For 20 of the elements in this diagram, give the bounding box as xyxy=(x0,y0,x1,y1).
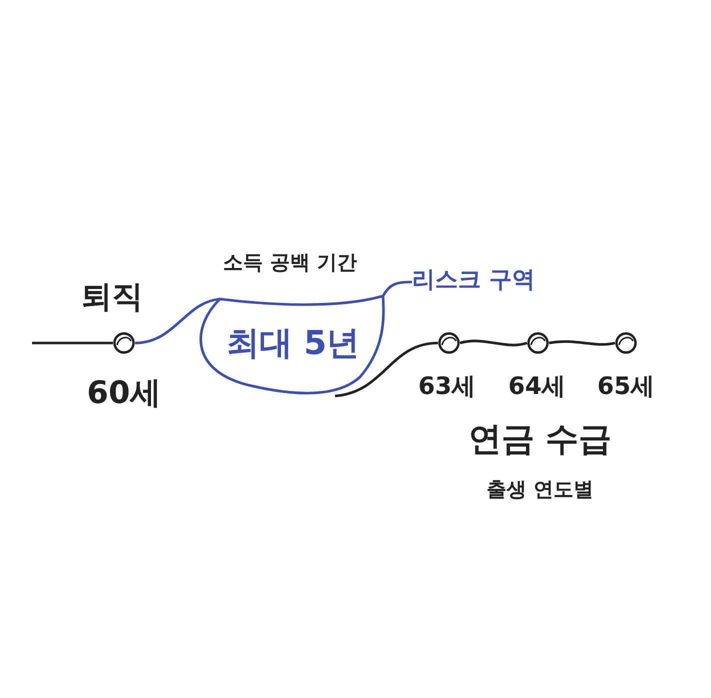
timeline-line xyxy=(548,340,616,346)
age-label: 63세 xyxy=(418,371,476,402)
timeline-circle xyxy=(113,332,135,354)
age-label: 65세 xyxy=(597,371,655,402)
timeline-line xyxy=(460,340,528,346)
caption-label: 출생 연도별 xyxy=(486,476,594,503)
timeline-line xyxy=(134,298,220,344)
timeline-circle xyxy=(615,332,637,354)
zone-label: 리스크 구역 xyxy=(412,266,536,295)
timeline-circle xyxy=(527,332,549,354)
age-label: 64세 xyxy=(508,371,566,402)
caption-label: 소득 공백 기간 xyxy=(223,249,357,276)
timeline-line xyxy=(382,280,412,297)
node-text: 최대 5년 xyxy=(226,322,360,364)
age-label: 60세 xyxy=(86,374,162,413)
timeline-line xyxy=(32,342,113,344)
timeline-circle xyxy=(438,332,460,354)
caption-label: 연금 수급 xyxy=(468,418,612,460)
timeline-line xyxy=(334,342,438,398)
age-label: 퇴직 xyxy=(81,278,143,317)
